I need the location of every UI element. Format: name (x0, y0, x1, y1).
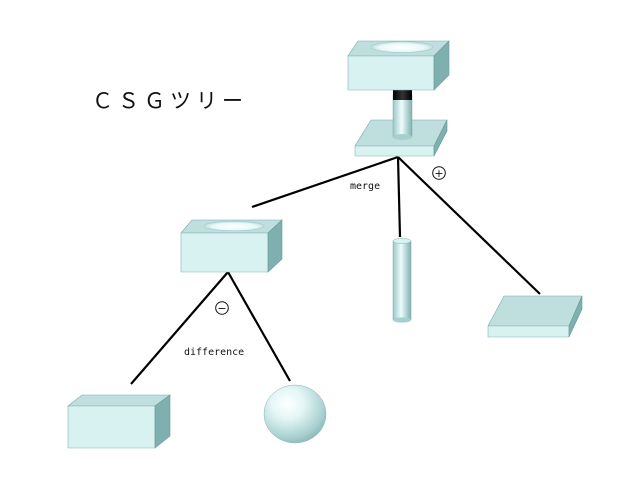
edge-merge-to-difference (251, 155, 399, 209)
box-front (67, 405, 156, 449)
merge-symbol-text: + (434, 167, 443, 180)
merge-symbol: + (432, 166, 446, 180)
difference-symbol-text: − (217, 302, 226, 315)
box-top (67, 394, 171, 407)
cylinder-bottom (393, 317, 411, 323)
result-pole-cap (393, 88, 412, 100)
box-side (154, 394, 171, 449)
result-box-side (433, 40, 450, 91)
tree-edges (130, 155, 541, 385)
plate-side (568, 295, 583, 338)
edge-difference-to-box (130, 271, 229, 385)
result-plate-side (433, 119, 448, 157)
result-box-front (347, 55, 435, 91)
minus-circle-icon (215, 301, 229, 315)
difference-symbol: − (215, 301, 229, 315)
difference-result-object (180, 219, 283, 273)
difference-box-hollow (203, 220, 265, 232)
merge-label: merge (350, 181, 380, 192)
plate-front (487, 325, 570, 338)
plus-circle-icon (432, 166, 446, 180)
sphere-body (263, 384, 327, 444)
sphere-object (263, 384, 327, 444)
cylinder-object (392, 238, 412, 323)
merge-result-object (347, 40, 450, 157)
plate-top (487, 295, 583, 327)
plate-object (487, 295, 583, 338)
result-plate-front (354, 145, 435, 157)
edge-difference-to-sphere (227, 271, 291, 382)
difference-box-side (267, 219, 283, 273)
difference-box-front (180, 232, 269, 273)
cylinder-top (392, 238, 412, 244)
difference-label: difference (184, 347, 244, 358)
box-object (67, 394, 171, 449)
result-pole (392, 94, 413, 138)
result-pole-foot (393, 134, 412, 140)
edge-merge-to-cylinder (396, 156, 402, 238)
edge-merge-to-plate (397, 156, 541, 295)
result-box-hollow (370, 41, 434, 53)
diagram-title: ＣＳＧツリー (92, 89, 248, 113)
cylinder-body (392, 240, 412, 321)
